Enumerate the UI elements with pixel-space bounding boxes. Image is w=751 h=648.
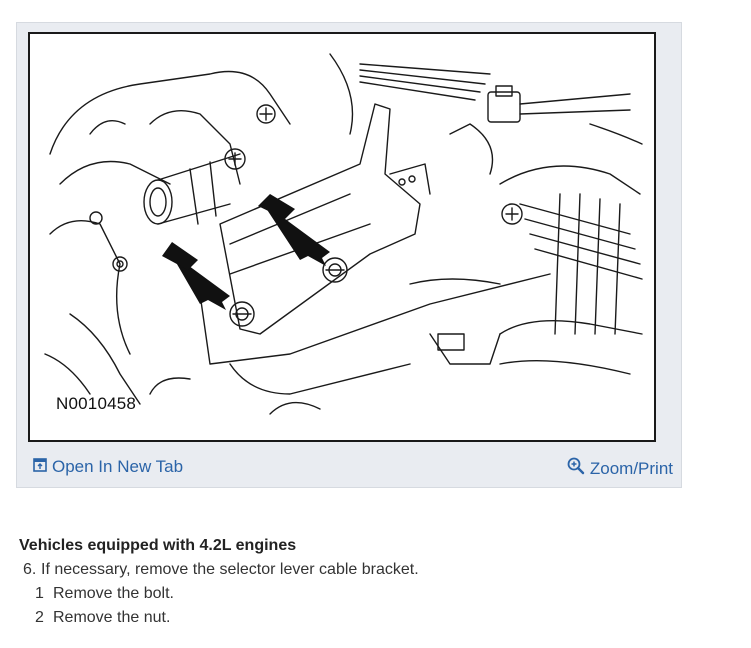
- step-text: If necessary, remove the selector lever …: [41, 561, 419, 578]
- engine-bracket-drawing: [44, 53, 643, 415]
- substep-number: 2: [35, 609, 44, 626]
- figure-code: N0010458: [56, 394, 137, 413]
- zoom-in-icon: [567, 457, 585, 480]
- procedure-content: Vehicles equipped with 4.2L engines 6.If…: [19, 537, 719, 633]
- zoom-print-label: Zoom/Print: [589, 458, 673, 478]
- substep-number: 1: [35, 585, 44, 602]
- zoom-print-link[interactable]: Zoom/Print: [567, 457, 673, 480]
- open-in-new-tab-link[interactable]: Open In New Tab: [33, 457, 183, 477]
- substep-item: 2 Remove the nut.: [19, 609, 719, 627]
- section-heading: Vehicles equipped with 4.2L engines: [19, 537, 297, 554]
- step-item: 6.If necessary, remove the selector leve…: [19, 561, 719, 579]
- step-number: 6.: [23, 561, 37, 578]
- open-in-new-tab-label: Open In New Tab: [52, 457, 184, 476]
- substep-item: 1 Remove the bolt.: [19, 585, 719, 603]
- substep-text: Remove the bolt.: [53, 585, 174, 602]
- technical-illustration[interactable]: N0010458: [28, 32, 656, 442]
- figure-card: N0010458 Open In New Tab Zoom/Print: [16, 22, 682, 488]
- substep-text: Remove the nut.: [53, 609, 171, 626]
- external-tab-icon: [33, 457, 47, 477]
